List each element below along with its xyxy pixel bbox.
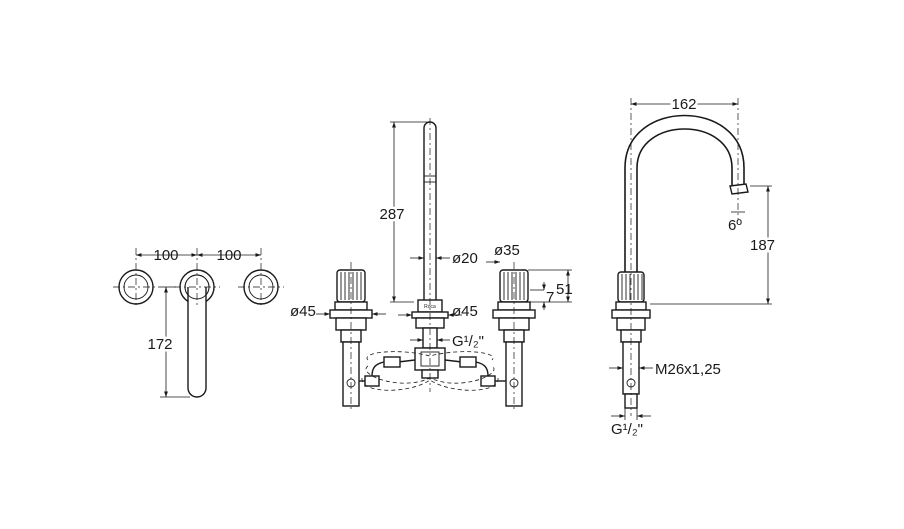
spout-reach-label: 162 bbox=[671, 96, 696, 113]
handle-height-label: 51 bbox=[556, 281, 573, 298]
top-spacing-right-label: 100 bbox=[216, 247, 241, 264]
front-view: Roca bbox=[290, 118, 573, 410]
spout-height-side-label: 187 bbox=[750, 237, 775, 254]
lever-length-label: 172 bbox=[147, 336, 172, 353]
base-diameter-left-label: ø45 bbox=[290, 303, 316, 320]
handle-diameter-label: ø35 bbox=[494, 242, 520, 259]
side-view: 162 6º 187 M26x1,25 G¹/₂" bbox=[609, 94, 778, 438]
inlet-thread-front-label: G¹/₂" bbox=[452, 333, 484, 350]
inlet-thread-side-label: G¹/₂" bbox=[611, 421, 643, 438]
spout-diameter-label: ø20 bbox=[452, 250, 478, 267]
top-view: 100 100 172 bbox=[113, 247, 284, 398]
base-diameter-center-label: ø45 bbox=[452, 303, 478, 320]
spout-height-front-label: 287 bbox=[379, 206, 404, 223]
svg-text:Roca: Roca bbox=[424, 304, 436, 310]
mount-thread-label: M26x1,25 bbox=[655, 361, 721, 378]
connection-hoses bbox=[359, 351, 506, 391]
handle-step-label: 7 bbox=[546, 289, 554, 306]
spout-tilt-label: 6º bbox=[728, 217, 742, 234]
top-spacing-left-label: 100 bbox=[153, 247, 178, 264]
